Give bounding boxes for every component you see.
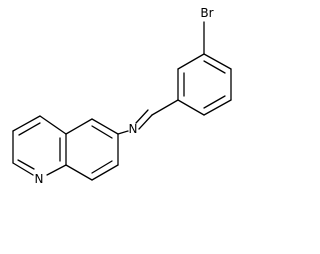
double-bond-ar5-ar6 <box>203 95 226 109</box>
double-bond-ar3-ar4 <box>203 60 226 74</box>
double-bond-c7-c8 <box>91 160 113 174</box>
structure-diagram: Br N N <box>12 6 232 186</box>
bond-c5-c6 <box>91 118 119 135</box>
quinoline-ring <box>12 115 119 181</box>
bond-n-ch <box>138 114 153 130</box>
double-bond-n-ch <box>135 109 149 124</box>
bond-ch-ar <box>151 99 179 116</box>
bond-c2-n1 <box>12 162 34 176</box>
bond-ar6-ar1 <box>177 99 205 116</box>
imine-linker <box>117 99 179 135</box>
quinoline-nitrogen-label: N <box>35 172 44 186</box>
bond-n1-c8a <box>46 164 67 176</box>
bromine-atom-label: Br <box>200 6 213 20</box>
imine-nitrogen-label: N <box>129 122 138 136</box>
bond-ar5-ar6 <box>203 99 232 116</box>
bond-ar2-ar3 <box>177 53 205 70</box>
double-bond-c5-c6 <box>91 125 113 139</box>
bond-c4a-c4 <box>39 115 67 135</box>
bond-ar3-ar4 <box>203 53 232 70</box>
bond-c8-c8a <box>65 164 93 181</box>
double-bond-c2-n1 <box>17 159 35 170</box>
bromophenyl-ring <box>177 21 232 116</box>
double-bond-c4-c3 <box>18 122 41 136</box>
bond-c6-n <box>117 130 129 135</box>
bond-c4a-c5 <box>65 118 93 135</box>
bond-c4-c3 <box>12 115 41 132</box>
bond-c7-c8 <box>91 164 119 181</box>
